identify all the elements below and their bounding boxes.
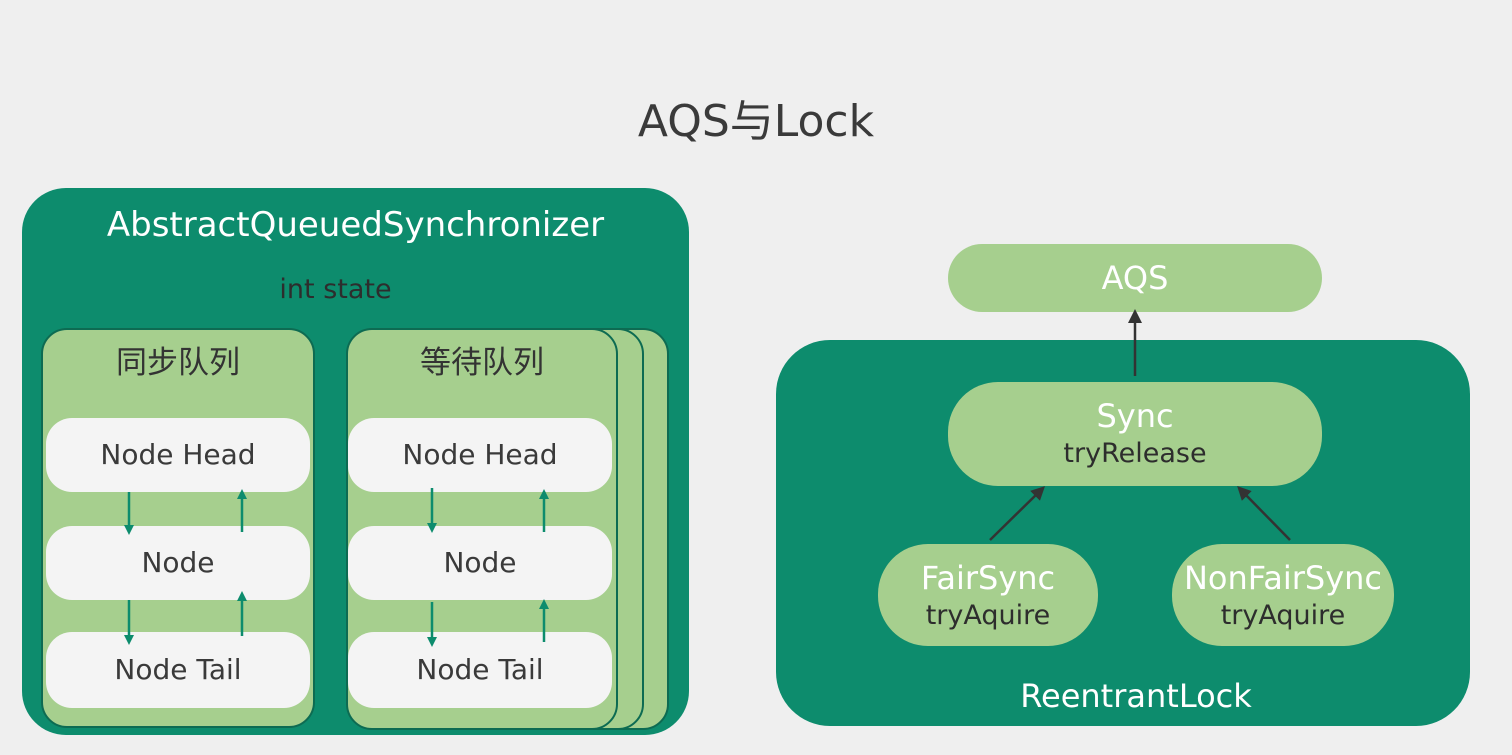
reentrantlock-label: ReentrantLock (1020, 677, 1252, 715)
fairsync-to-sync-arrow (989, 486, 1045, 541)
sync-class-node: Sync tryRelease (948, 382, 1322, 486)
aqs-class-name: AbstractQueuedSynchronizer (106, 205, 605, 245)
wait-node-tail: Node Tail (348, 632, 612, 708)
wait-node-head: Node Head (348, 418, 612, 492)
sync-queue-label: 同步队列 (116, 345, 240, 381)
page-title: AQS与Lock (637, 96, 875, 147)
fairsync-class-method: tryAquire (925, 600, 1051, 631)
sync-node-head: Node Head (46, 418, 310, 492)
sync-class-name: Sync (1096, 397, 1174, 435)
nonfairsync-class-name: NonFairSync (1183, 559, 1383, 597)
wait-queue-label: 等待队列 (420, 345, 544, 381)
aqs-state-field: int state (279, 274, 392, 305)
sync-node: Node (46, 526, 310, 600)
wait-node: Node (348, 526, 612, 600)
nonfairsync-class-method: tryAquire (1220, 600, 1346, 631)
nonfairsync-to-sync-arrow (1237, 485, 1291, 541)
fairsync-class-name: FairSync (920, 559, 1056, 597)
nonfairsync-class-node: NonFairSync tryAquire (1172, 544, 1394, 646)
sync-class-method: tryRelease (1063, 438, 1207, 469)
aqs-parent-node: AQS (948, 244, 1322, 312)
sync-node-tail: Node Tail (46, 632, 310, 708)
fairsync-class-node: FairSync tryAquire (878, 544, 1098, 646)
